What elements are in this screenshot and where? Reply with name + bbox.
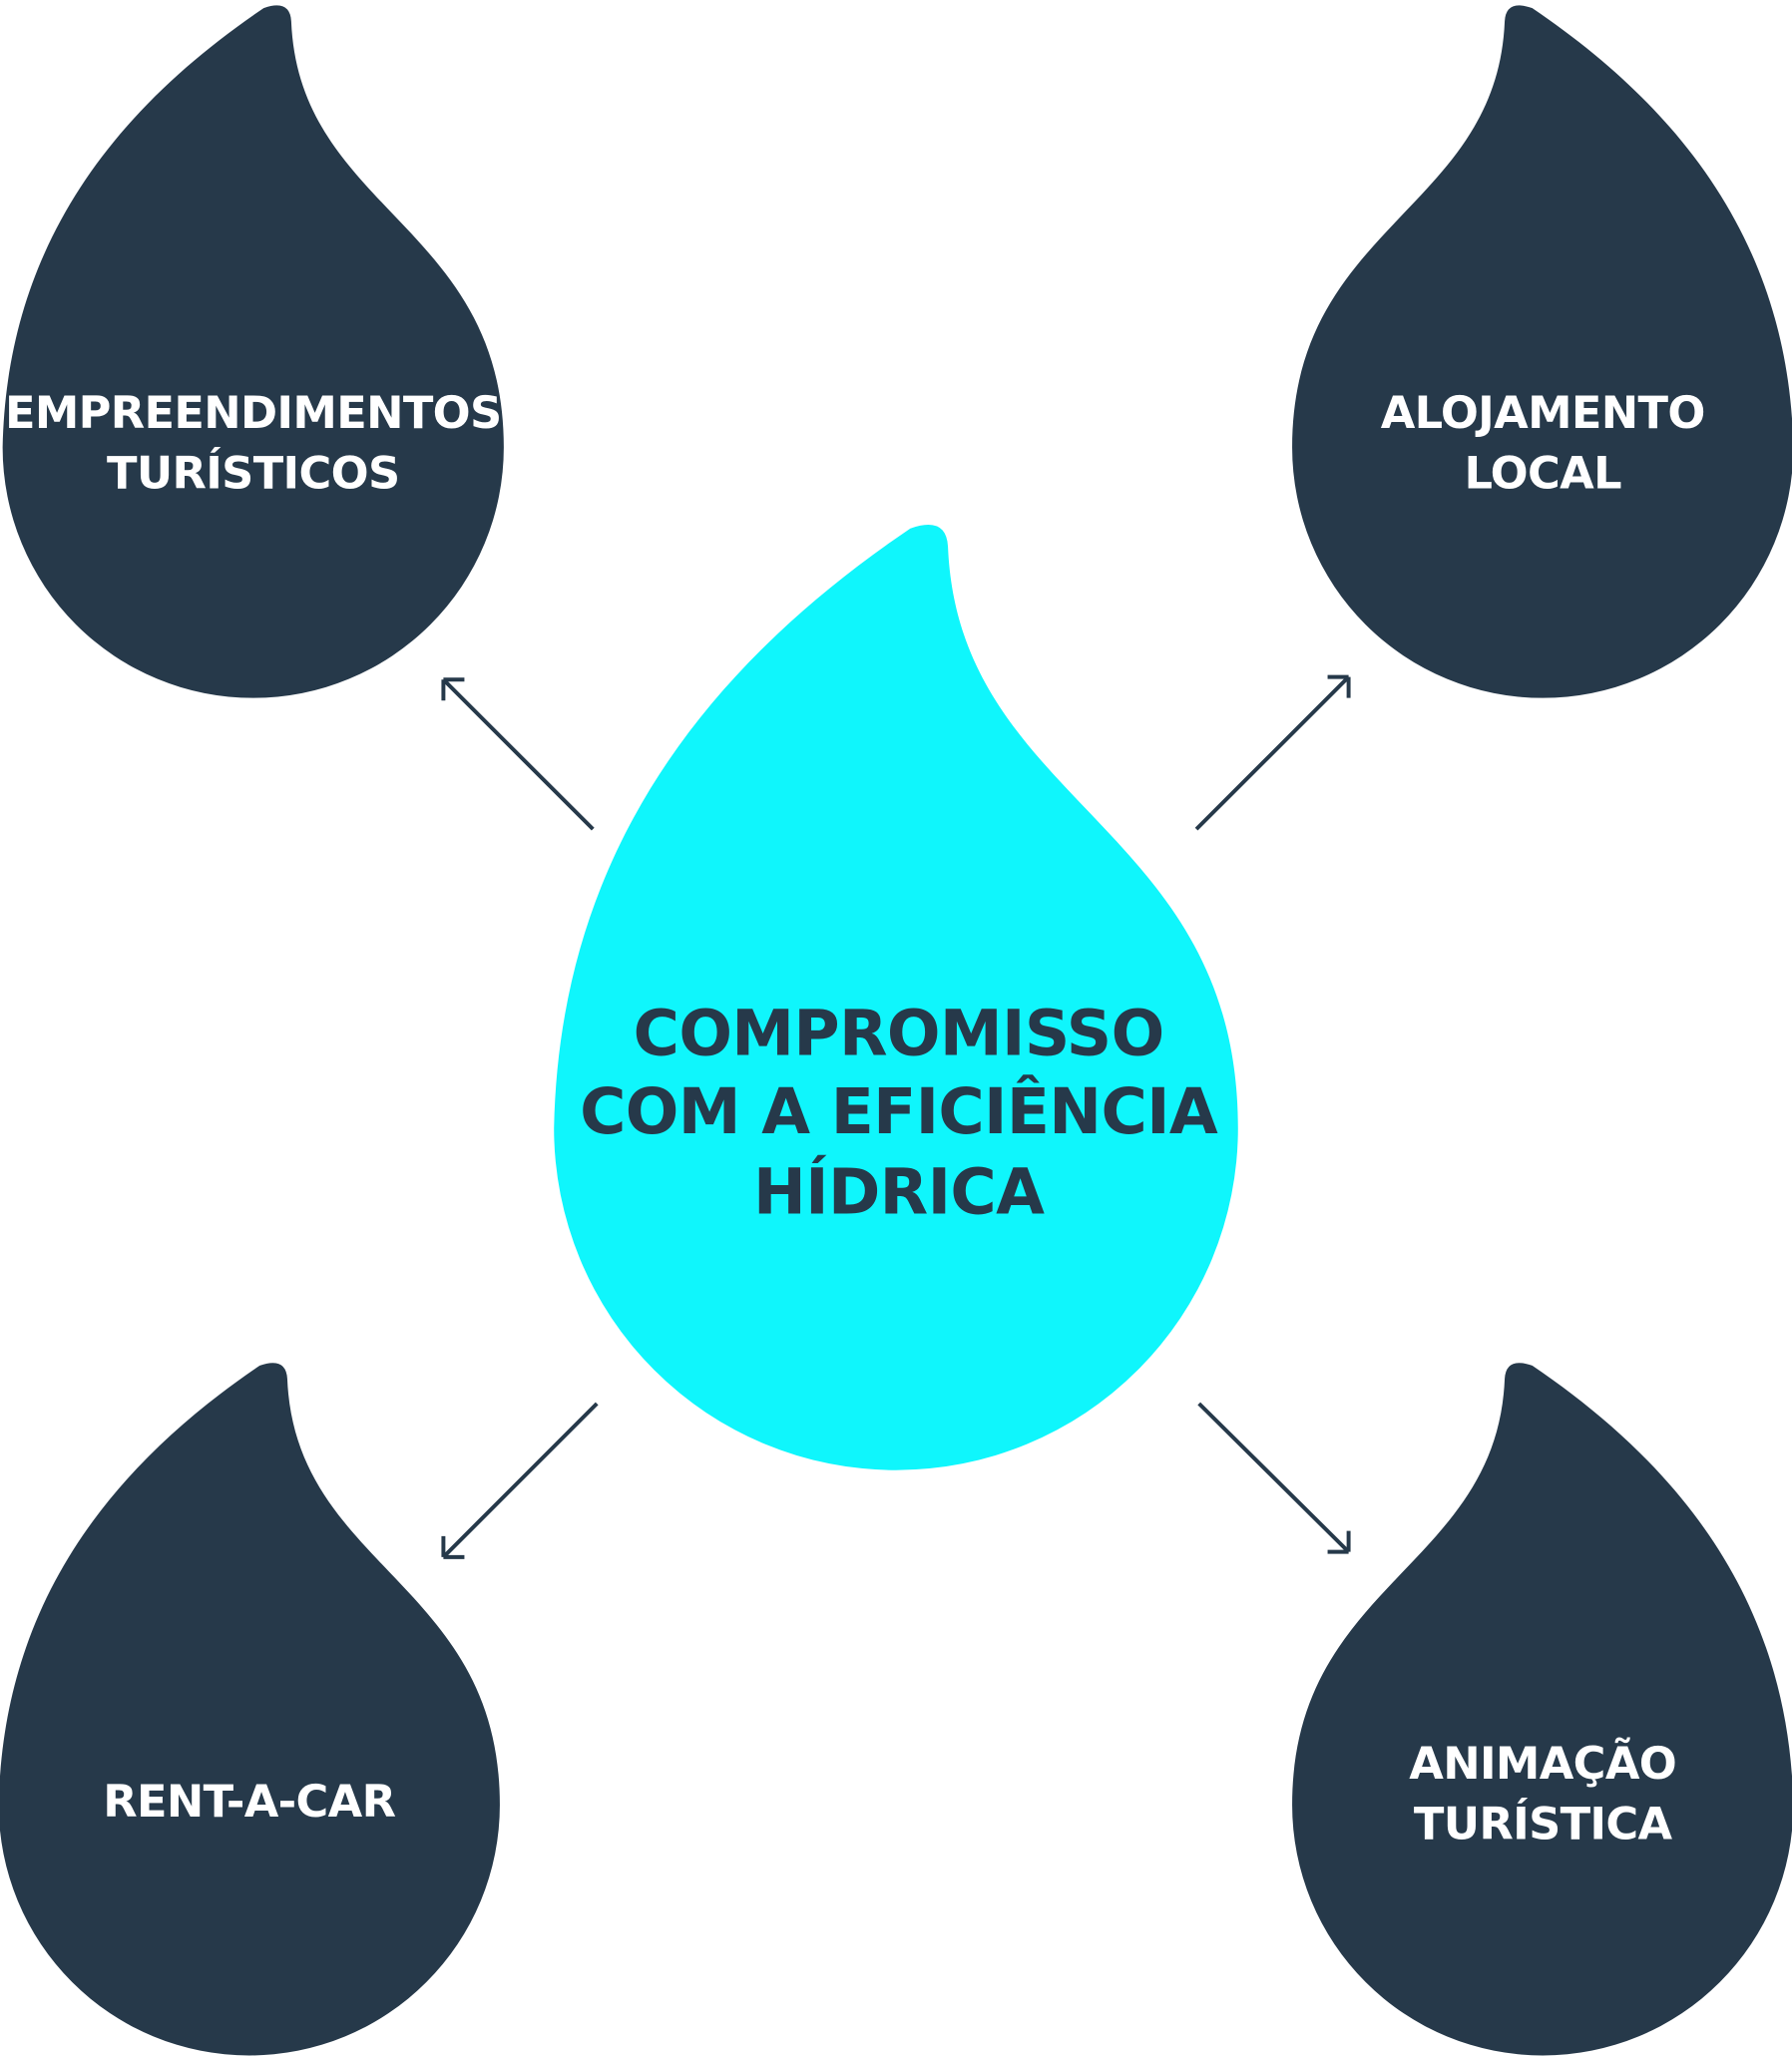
water-drop-shape	[2, 5, 504, 698]
arrow-to-top-right	[1194, 674, 1351, 831]
drop-label-line: ALOJAMENTO	[1381, 387, 1705, 439]
arrow-to-bottom-left	[441, 1402, 599, 1559]
drop-animacao-turistica: ANIMAÇÃO TURÍSTICA	[1292, 1363, 1792, 2056]
center-label-line: COMPROMISSO	[634, 996, 1164, 1069]
center-label-line: COM A EFICIÊNCIA	[580, 1074, 1218, 1148]
arrow-to-bottom-right	[1197, 1402, 1351, 1554]
drop-alojamento-local: ALOJAMENTO LOCAL	[1292, 5, 1792, 698]
drop-rent-a-car: RENT-A-CAR	[0, 1363, 500, 2056]
drop-center-compromisso: COMPROMISSO COM A EFICIÊNCIA HÍDRICA	[554, 525, 1238, 1470]
drop-label-line: EMPREENDIMENTOS	[5, 387, 502, 439]
drop-label-line: LOCAL	[1464, 447, 1621, 499]
drop-label-line: TURÍSTICA	[1414, 1798, 1673, 1851]
drop-label-line: RENT-A-CAR	[103, 1776, 395, 1828]
water-drop-shape	[1292, 1363, 1792, 2056]
water-drop-shape	[1292, 5, 1792, 698]
drop-empreendimentos-turisticos: EMPREENDIMENTOS TURÍSTICOS	[2, 5, 504, 698]
drop-label-line: ANIMAÇÃO	[1409, 1737, 1676, 1790]
arrow-to-top-left	[441, 677, 595, 831]
water-drop-shape	[0, 1363, 500, 2056]
drop-label-line: TURÍSTICOS	[107, 446, 400, 499]
center-label-line: HÍDRICA	[753, 1154, 1045, 1228]
